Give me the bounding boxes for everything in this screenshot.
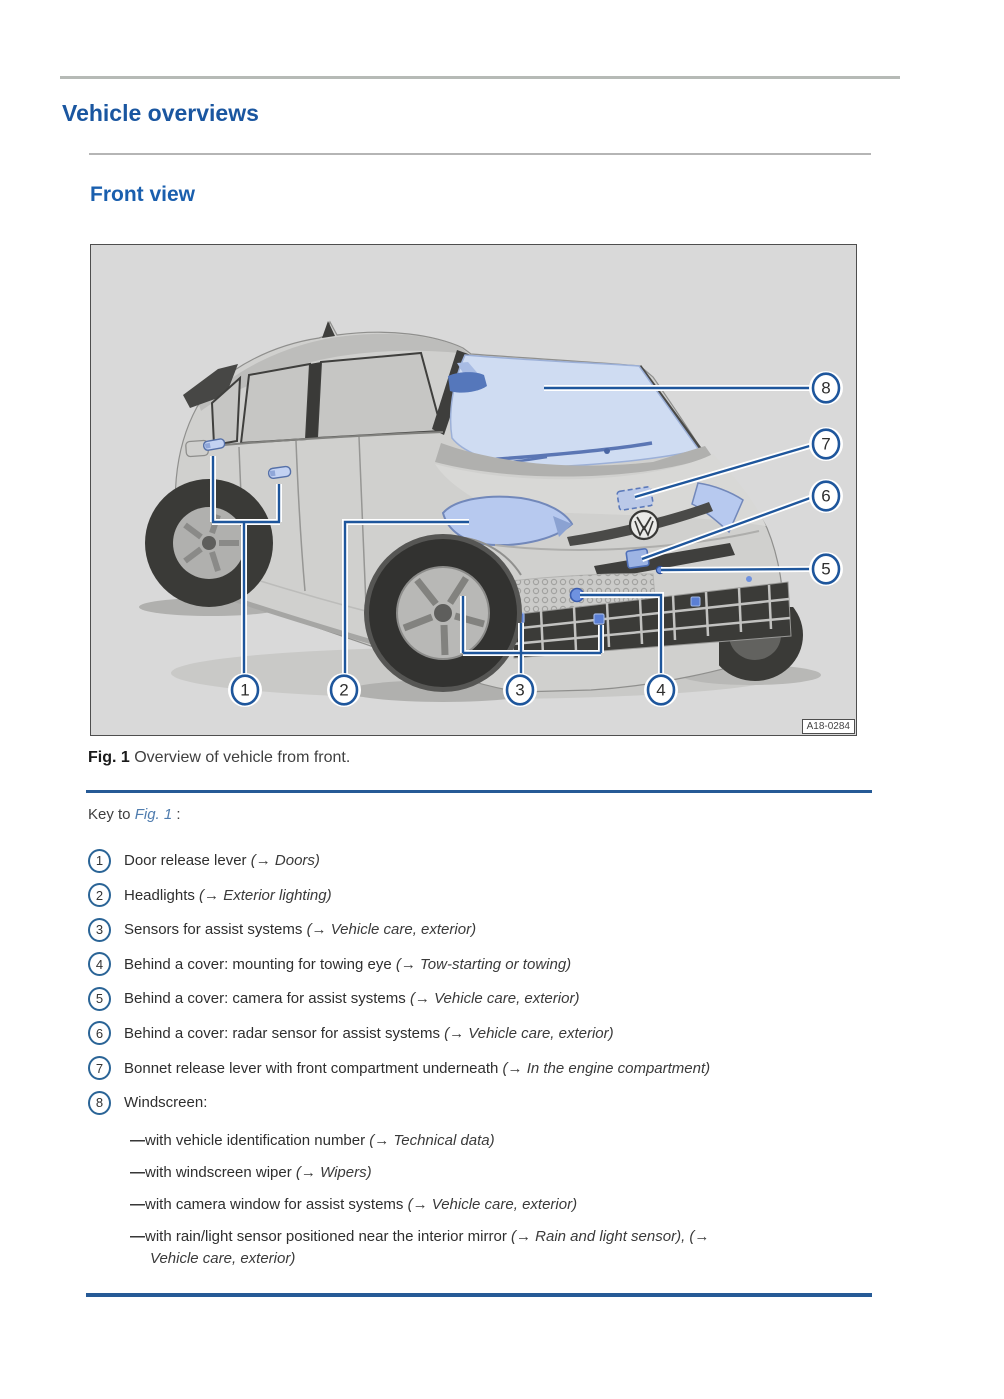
- caption-divider: [86, 790, 872, 793]
- windscreen-sublist: —with vehicle identification number (→ T…: [130, 1130, 875, 1280]
- front-door-handle: [267, 465, 292, 480]
- front-wheel: [364, 534, 522, 692]
- cross-reference-link[interactable]: (→ Vehicle care, exterior): [306, 921, 477, 939]
- key-item-number: 2: [88, 883, 111, 908]
- cross-reference-link[interactable]: (→ Technical data): [369, 1132, 495, 1149]
- sublist-item: —with windscreen wiper (→ Wipers): [130, 1164, 372, 1181]
- sublist-item: —with vehicle identification number (→ T…: [130, 1132, 495, 1149]
- callout-4: 4: [644, 673, 678, 707]
- section-divider: [89, 153, 871, 155]
- svg-text:2: 2: [339, 681, 348, 700]
- cross-reference-link[interactable]: (→ Vehicle care, exterior): [409, 990, 580, 1008]
- cross-reference-link[interactable]: (→ In the engine compartment): [502, 1059, 711, 1077]
- vw-badge: [628, 509, 660, 541]
- roof: [199, 333, 468, 411]
- figure-caption: Fig. 1 Overview of vehicle from front.: [88, 749, 350, 767]
- b-pillar: [306, 362, 321, 439]
- key-intro: Key to Fig. 1 :: [88, 806, 181, 823]
- rear-spoiler: [183, 364, 238, 408]
- bottom-divider: [86, 1293, 872, 1297]
- key-item-number: 1: [88, 848, 111, 873]
- sublist-item: —with rain/light sensor positioned near …: [130, 1226, 875, 1270]
- side-windows: [210, 351, 444, 447]
- cross-reference-link[interactable]: (→ Vehicle care, exterior): [407, 1196, 578, 1213]
- svg-text:1: 1: [240, 681, 249, 700]
- cross-reference-link[interactable]: (→ Doors): [250, 852, 320, 869]
- vehicle-front-illustration: 1 2 3 4 5 6 7 8: [139, 320, 843, 707]
- upper-intake-bar: [594, 543, 735, 580]
- key-item-number: 4: [88, 952, 111, 977]
- dash-bullet: —: [130, 1132, 145, 1149]
- cross-reference-link[interactable]: (→ Tow-starting or towing): [395, 955, 572, 973]
- windscreen: [449, 354, 701, 468]
- rear-door-handle: [202, 438, 226, 451]
- dash-bullet: —: [130, 1164, 145, 1181]
- vehicle-front-figure: 1 2 3 4 5 6 7 8 A18-0284: [90, 244, 857, 736]
- dash-bullet: —: [130, 1196, 145, 1213]
- key-item-number: 3: [88, 917, 111, 942]
- callout-markers: 1 2 3 4 5 6 7 8: [228, 371, 843, 707]
- cross-reference-link[interactable]: (→ Wipers): [295, 1164, 372, 1181]
- callout-3: 3: [503, 673, 537, 707]
- key-item-number: 6: [88, 1021, 111, 1046]
- roof-antenna: [322, 321, 335, 338]
- windscreen-wiper: [484, 441, 653, 462]
- callout-2: 2: [327, 673, 361, 707]
- cowl: [435, 443, 712, 477]
- figure-caption-label: Fig. 1: [88, 749, 130, 766]
- dash-bullet: —: [130, 1228, 145, 1245]
- page-title: Vehicle overviews: [62, 100, 259, 126]
- callout-6: 6: [809, 479, 843, 513]
- assist-sensor: [746, 576, 752, 582]
- cross-reference-link[interactable]: (→ Vehicle care, exterior): [444, 1024, 614, 1042]
- svg-text:5: 5: [821, 560, 830, 579]
- figure-caption-text: Overview of vehicle from front.: [129, 749, 351, 766]
- callout-lines: [210, 385, 815, 676]
- svg-text:6: 6: [821, 487, 830, 506]
- subsection-title: Front view: [90, 183, 196, 206]
- key-item-number: 7: [88, 1056, 111, 1081]
- sublist-item: —with camera window for assist systems (…: [130, 1196, 578, 1213]
- assist-sensor: [593, 613, 605, 625]
- car-illustration: [139, 320, 821, 702]
- cross-reference-link[interactable]: (→ Rain and light sensor), (→: [511, 1228, 710, 1245]
- assist-sensor: [690, 596, 701, 607]
- cross-reference-link-continued[interactable]: Vehicle care, exterior): [150, 1250, 296, 1267]
- callout-8: 8: [809, 371, 843, 405]
- rear-wheel: [145, 479, 273, 607]
- callout-7: 7: [809, 427, 843, 461]
- top-divider: [60, 76, 900, 79]
- key-item-number: 5: [88, 986, 111, 1011]
- cross-reference-link[interactable]: (→ Exterior lighting): [199, 886, 332, 904]
- interior-mirror: [448, 372, 487, 393]
- svg-text:3: 3: [515, 681, 524, 700]
- figure-reference-link[interactable]: Fig. 1: [134, 806, 173, 823]
- svg-text:4: 4: [656, 681, 665, 700]
- callout-1: 1: [228, 673, 262, 707]
- key-item-number: 8: [88, 1090, 111, 1115]
- figure-image-code: A18-0284: [801, 719, 855, 734]
- svg-text:8: 8: [821, 379, 830, 398]
- callout-5: 5: [809, 552, 843, 586]
- svg-text:7: 7: [821, 435, 830, 454]
